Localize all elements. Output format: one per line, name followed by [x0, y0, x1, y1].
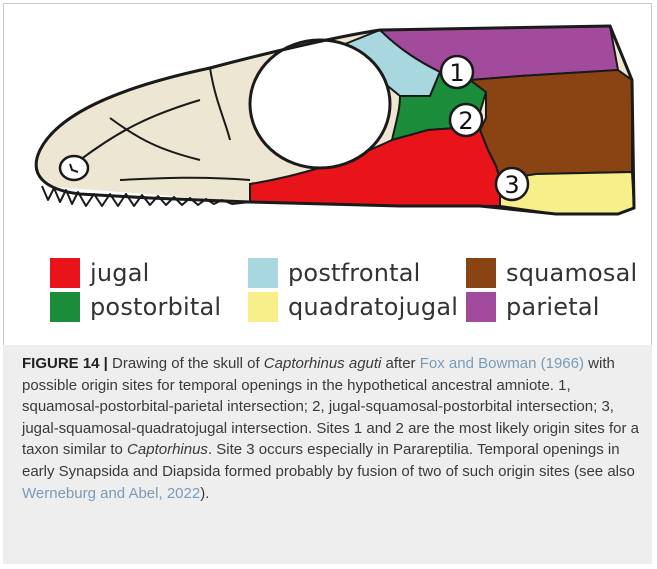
legend-item-quadratojugal: quadratojugal — [248, 292, 458, 322]
caption-text-1: Drawing of the skull of — [108, 355, 264, 372]
legend-label-quadratojugal: quadratojugal — [288, 293, 458, 321]
site-marker-3: 3 — [496, 168, 528, 200]
site-label-3: 3 — [504, 171, 519, 199]
quadratojugal-swatch — [248, 292, 278, 322]
site-marker-1: 1 — [441, 56, 473, 88]
postorbital-swatch — [50, 292, 80, 322]
reference-link-fox-bowman[interactable]: Fox and Bowman (1966) — [420, 355, 584, 372]
caption-text-2: after — [381, 355, 419, 372]
legend-label-postorbital: postorbital — [90, 293, 221, 321]
legend-label-parietal: parietal — [506, 293, 600, 321]
caption-box: FIGURE 14 | Drawing of the skull of Capt… — [3, 345, 652, 564]
legend-label-squamosal: squamosal — [506, 259, 637, 287]
postfrontal-swatch — [248, 258, 278, 288]
legend-item-postfrontal: postfrontal — [248, 258, 421, 288]
caption-text-5: ). — [200, 485, 209, 502]
taxon-name-1: Captorhinus aguti — [264, 355, 382, 372]
reference-link-werneburg-abel[interactable]: Werneburg and Abel, 2022 — [22, 485, 200, 502]
squamosal-swatch — [466, 258, 496, 288]
nostril — [60, 156, 88, 180]
legend-label-jugal: jugal — [90, 259, 150, 287]
figure-caption: FIGURE 14 | Drawing of the skull of Capt… — [22, 353, 642, 504]
bone-legend: jugal postorbital postfrontal quadratoju… — [0, 258, 657, 330]
legend-item-squamosal: squamosal — [466, 258, 637, 288]
site-label-2: 2 — [458, 107, 473, 135]
legend-item-jugal: jugal — [50, 258, 150, 288]
parietal-swatch — [466, 292, 496, 322]
legend-item-postorbital: postorbital — [50, 292, 221, 322]
taxon-name-2: Captorhinus — [127, 441, 208, 458]
jugal-swatch — [50, 258, 80, 288]
legend-label-postfrontal: postfrontal — [288, 259, 421, 287]
orbit — [250, 40, 390, 168]
site-label-1: 1 — [449, 59, 464, 87]
legend-item-parietal: parietal — [466, 292, 600, 322]
figure-label: FIGURE 14 | — [22, 355, 108, 372]
site-marker-2: 2 — [450, 104, 482, 136]
